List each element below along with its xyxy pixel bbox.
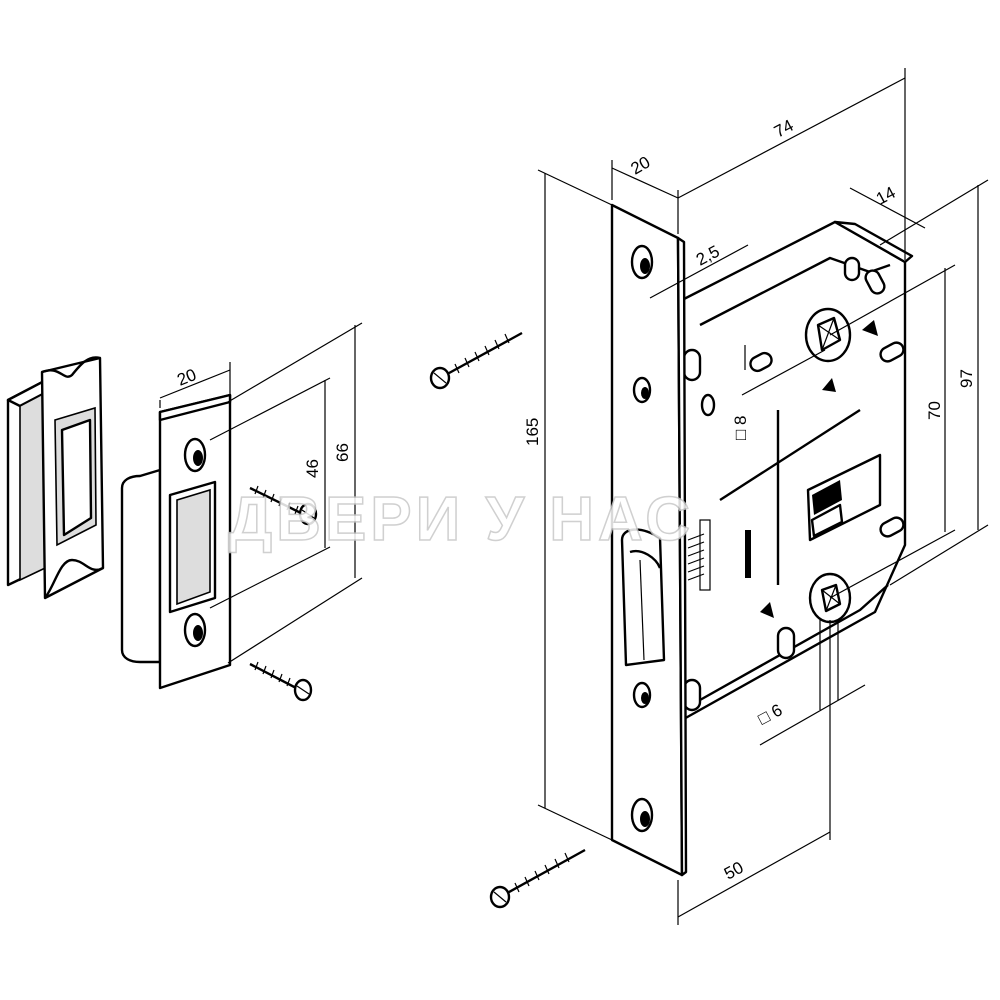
latch-box xyxy=(6,356,105,600)
backset-label: 50 xyxy=(721,858,747,884)
faceplate-screw-lower xyxy=(489,848,586,909)
lock-body xyxy=(680,220,914,722)
strike-plate xyxy=(120,393,232,690)
body-offset-label: 14 xyxy=(873,183,899,209)
body-height-label: 97 xyxy=(957,369,976,388)
strike-screw-upper xyxy=(249,485,318,526)
strike-screw-lower xyxy=(249,661,313,702)
strike-dimension-lines xyxy=(159,322,363,664)
faceplate xyxy=(610,203,688,877)
spindle-square-label: □ 8 xyxy=(731,416,750,440)
strike-hole-spacing-label: 46 xyxy=(303,459,322,478)
faceplate-screw-upper xyxy=(429,331,523,390)
faceplate-thickness-label: 2,5 xyxy=(693,242,723,270)
faceplate-width-label: 20 xyxy=(628,153,654,179)
watermark-text: ДВЕРИ У НАС xyxy=(228,485,694,554)
strike-width-label: 20 xyxy=(174,365,199,390)
lock-dimension-lines xyxy=(537,68,989,925)
strike-height-label: 66 xyxy=(333,443,352,462)
spindle-spacing-label: 70 xyxy=(925,401,944,420)
lower-square-label: □ 6 xyxy=(755,700,786,728)
faceplate-height-label: 165 xyxy=(523,418,542,446)
